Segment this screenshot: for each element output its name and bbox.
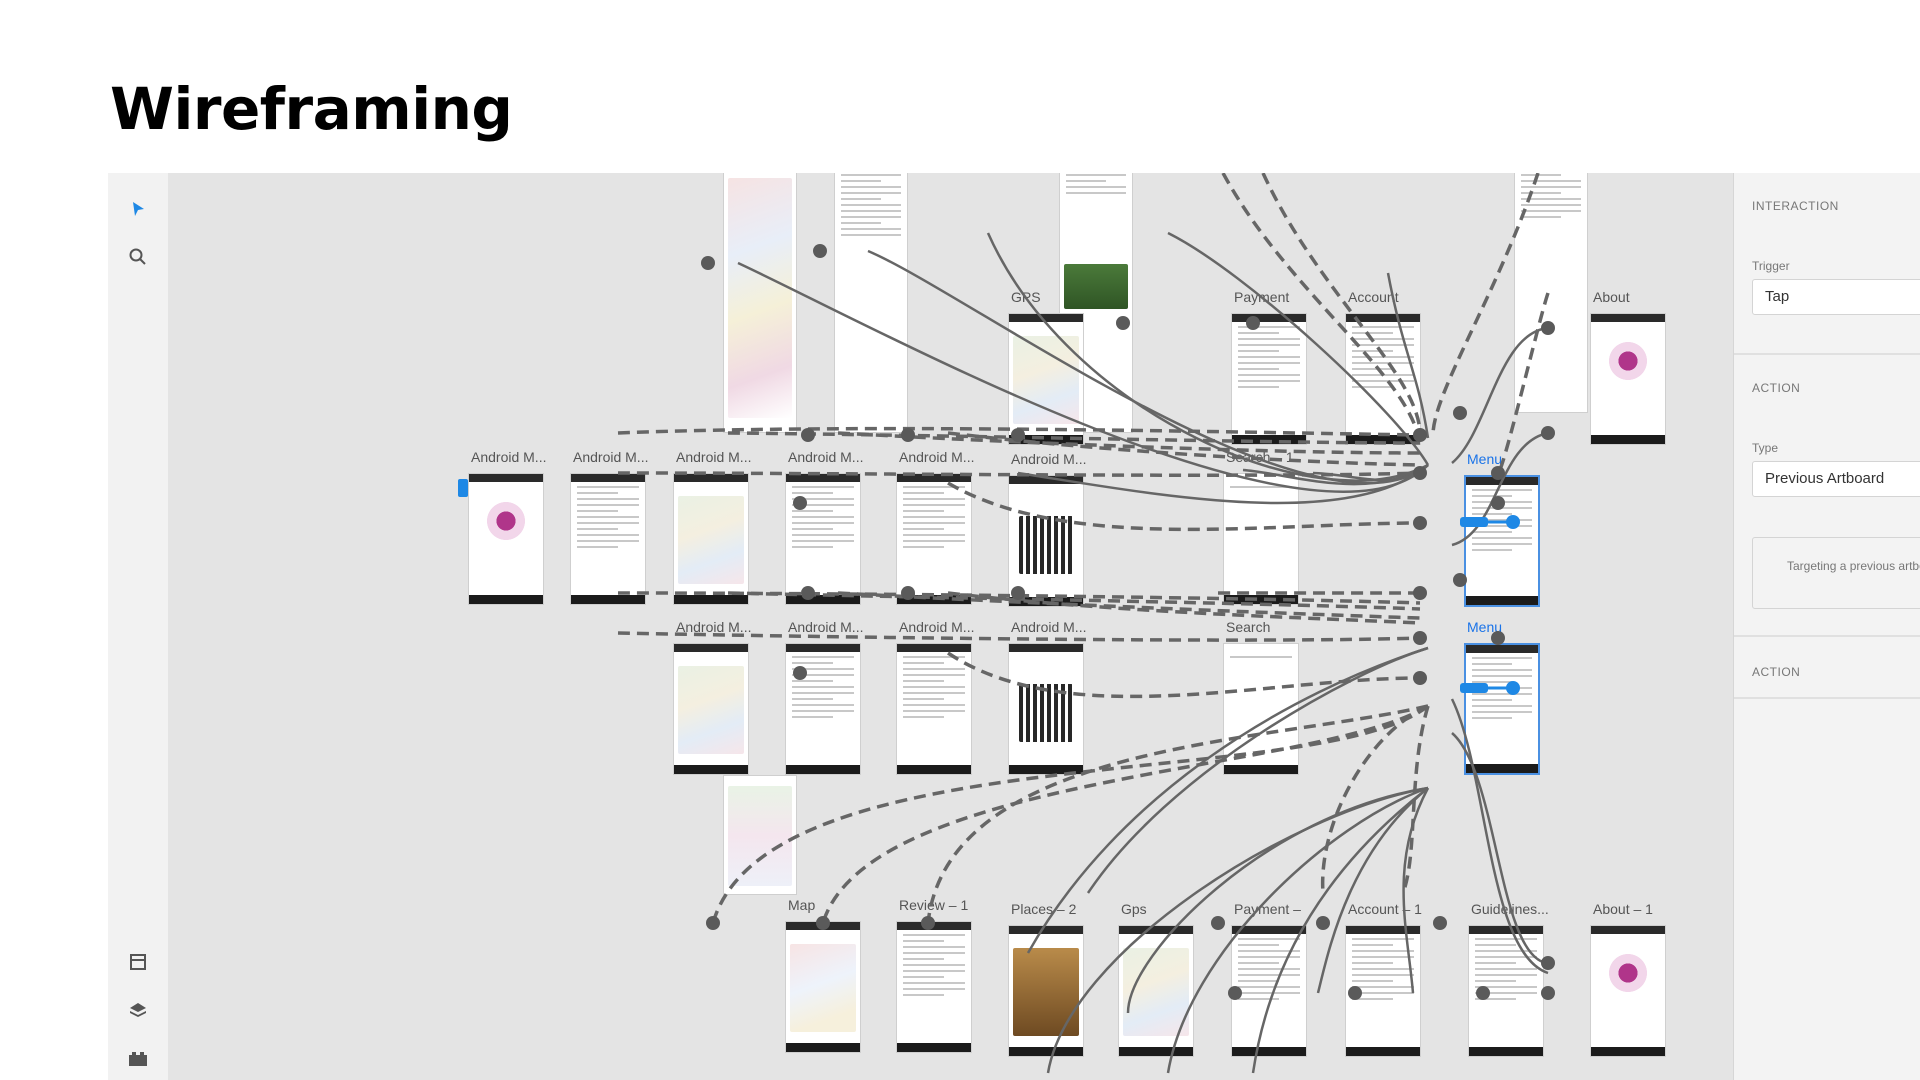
artboard-label[interactable]: Android M...: [788, 619, 864, 635]
artboard-label[interactable]: Map: [788, 897, 816, 913]
magnifier-icon[interactable]: [124, 243, 152, 271]
artboard-qr[interactable]: [1008, 643, 1084, 775]
artboard-qr[interactable]: [1008, 475, 1084, 607]
artboard-label[interactable]: Android M...: [676, 619, 752, 635]
artboard-label[interactable]: Places – 2: [1011, 901, 1077, 917]
artboard-label[interactable]: Menu: [1467, 451, 1503, 467]
properties-panel: INTERACTION Trigger Tap ACTION Type Prev…: [1733, 173, 1920, 1080]
artboard-text-top[interactable]: [834, 173, 908, 433]
artboard-list[interactable]: [785, 473, 861, 605]
artboard-map[interactable]: [1118, 925, 1194, 1057]
arrow-pointer-icon[interactable]: [124, 195, 152, 223]
layers-icon[interactable]: [124, 996, 152, 1024]
prototype-wires: [458, 173, 1555, 1074]
artboard-label[interactable]: Android M...: [471, 449, 547, 465]
artboard-label[interactable]: Search: [1226, 619, 1271, 635]
action-header-2: ACTION: [1752, 665, 1801, 679]
action-header: ACTION: [1752, 381, 1801, 395]
artboard-label[interactable]: Menu: [1467, 619, 1503, 635]
artboard-map[interactable]: [673, 643, 749, 775]
artboard-label[interactable]: About: [1593, 289, 1630, 305]
artboard-splash[interactable]: [468, 473, 544, 605]
interaction-header: INTERACTION: [1752, 199, 1839, 213]
artboard-payment[interactable]: [1231, 925, 1307, 1057]
artboard-label[interactable]: Android M...: [1011, 619, 1087, 635]
artboard-metro-map-top[interactable]: [723, 173, 797, 433]
artboard-label[interactable]: Review – 1: [899, 897, 969, 913]
artboard-metro[interactable]: [785, 921, 861, 1053]
artboard-place[interactable]: [1008, 925, 1084, 1057]
artboard-about[interactable]: [1590, 925, 1666, 1057]
plugins-icon[interactable]: [124, 1045, 152, 1073]
artboard-list[interactable]: [785, 643, 861, 775]
artboard-text[interactable]: [1468, 925, 1544, 1057]
slide-title: Wireframing: [110, 75, 513, 143]
trigger-select[interactable]: Tap: [1752, 279, 1920, 315]
artboard-metro-lines[interactable]: [723, 775, 797, 895]
tool-bar: [108, 173, 168, 1080]
previous-artboard-note: Targeting a previous artboard reverses t…: [1752, 537, 1920, 609]
artboard-blank[interactable]: [1223, 473, 1299, 605]
type-select[interactable]: Previous Artboard: [1752, 461, 1920, 497]
artboard-label[interactable]: Payment –: [1234, 901, 1301, 917]
artboard-label[interactable]: Account: [1348, 289, 1399, 305]
artboard-label[interactable]: Android M...: [676, 449, 752, 465]
artboard-payment[interactable]: [1231, 313, 1307, 445]
artboard-account[interactable]: [1345, 313, 1421, 445]
artboard-tabs[interactable]: [570, 473, 646, 605]
artboard-label[interactable]: Android M...: [573, 449, 649, 465]
artboard-label[interactable]: Android M...: [1011, 451, 1087, 467]
xd-prototype-window: Android M... Android M... Android M... Andr…: [108, 173, 1920, 1080]
artboard-label[interactable]: Android M...: [788, 449, 864, 465]
artboard-menu[interactable]: [1464, 643, 1540, 775]
artboard-about[interactable]: [1590, 313, 1666, 445]
interaction-section: INTERACTION Trigger Tap: [1734, 173, 1920, 355]
artboard-label[interactable]: Gps: [1121, 901, 1147, 917]
artboard-label[interactable]: About – 1: [1593, 901, 1653, 917]
trigger-label: Trigger: [1752, 259, 1790, 273]
artboard-canvas[interactable]: Android M... Android M... Android M... Andr…: [168, 173, 1733, 1080]
artboard-label[interactable]: Android M...: [899, 619, 975, 635]
artboard-icon[interactable]: [124, 948, 152, 976]
type-label: Type: [1752, 441, 1779, 455]
action-section: ACTION Type Previous Artboard Targeting …: [1734, 355, 1920, 637]
artboard-map[interactable]: [673, 473, 749, 605]
action-section-2: ACTION: [1734, 637, 1920, 699]
artboard-form[interactable]: [896, 643, 972, 775]
artboard-label[interactable]: Android M...: [899, 449, 975, 465]
